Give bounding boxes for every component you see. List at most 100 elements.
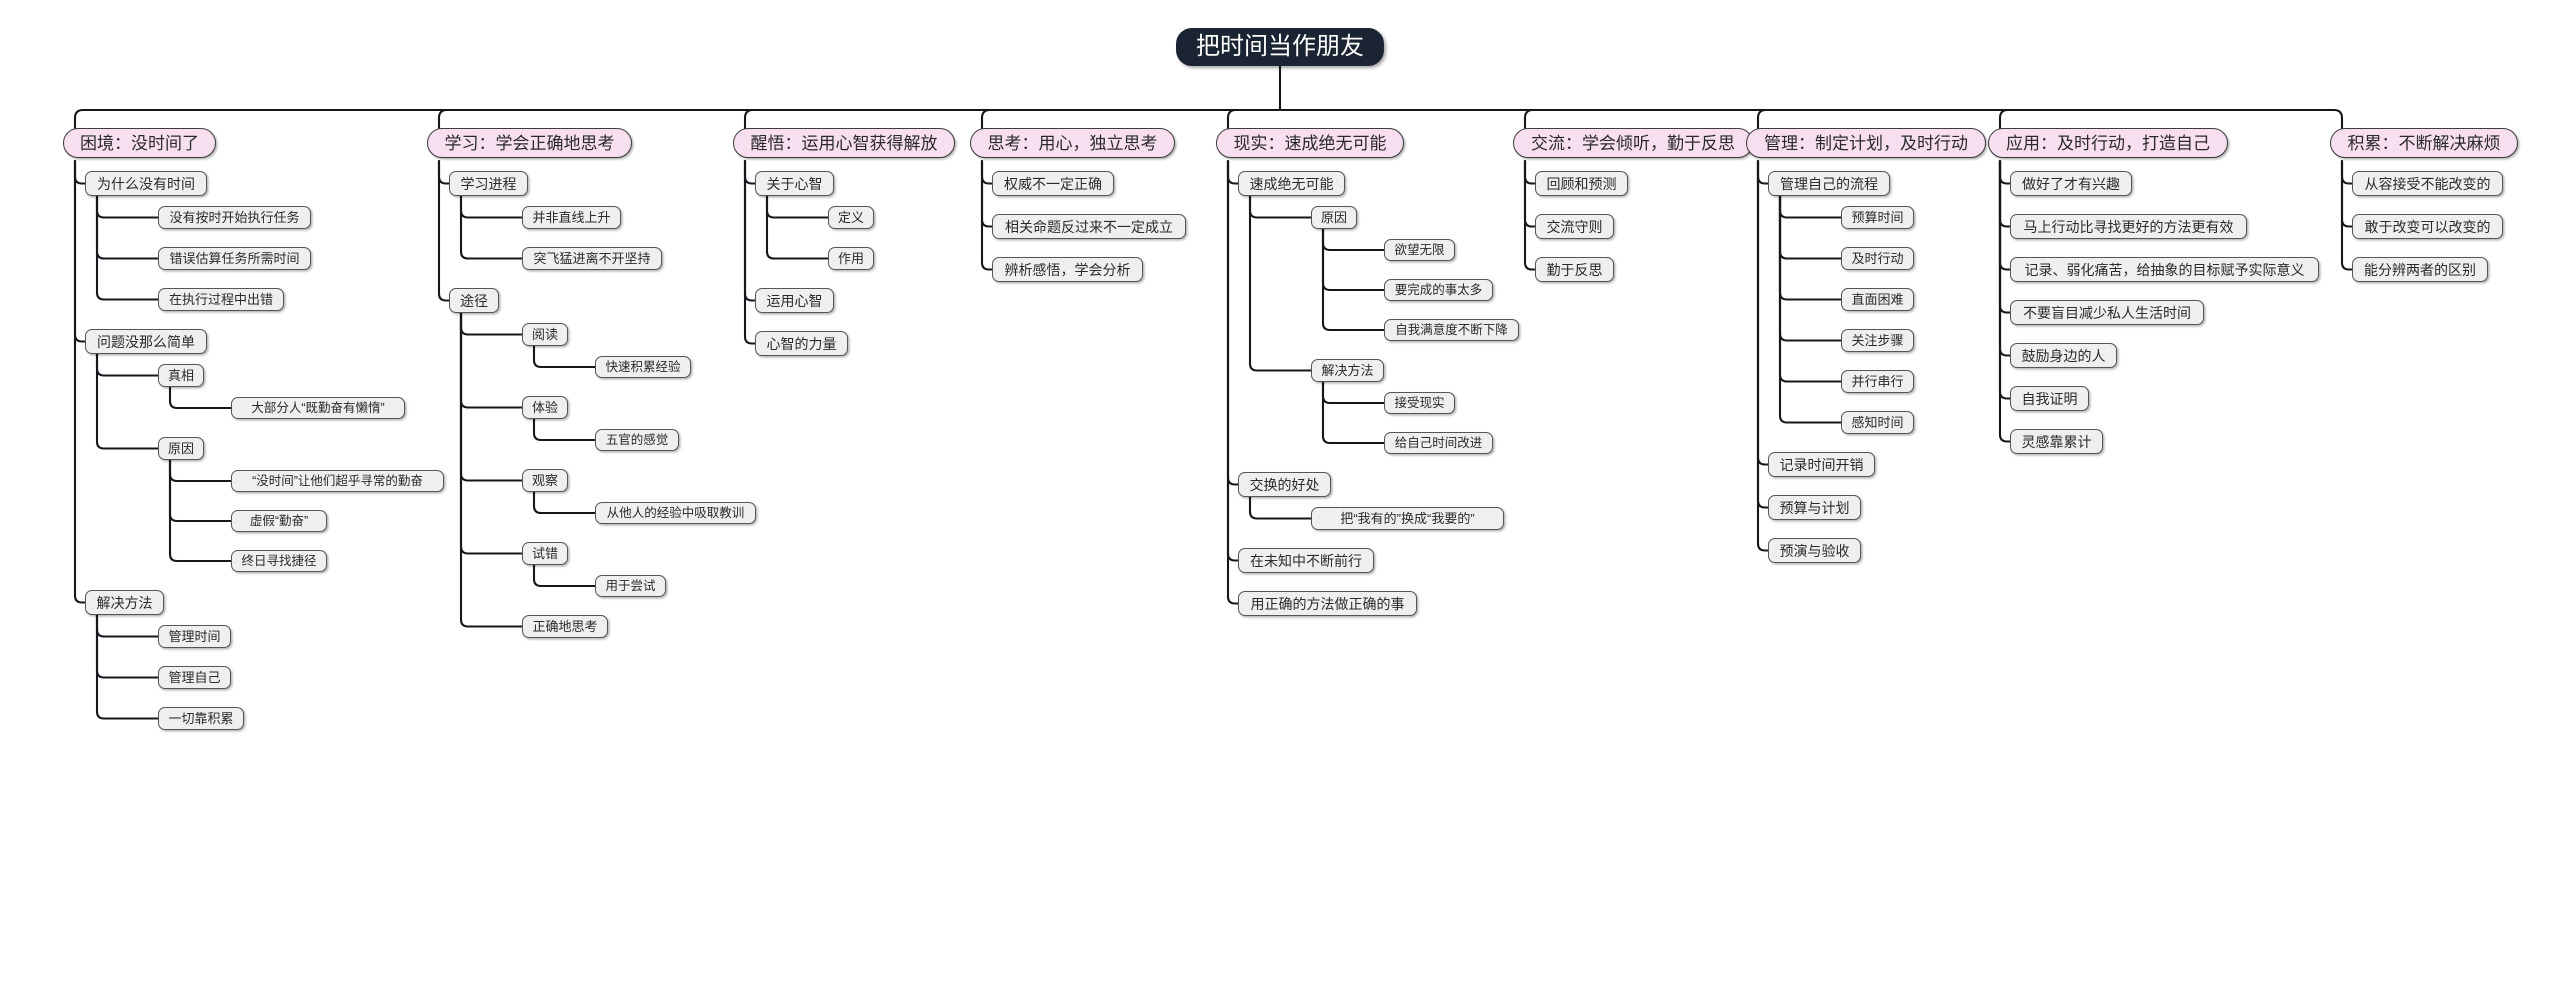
mindmap-node-d3[interactable]: 把“我有的”换成“我要的”: [1311, 507, 1504, 530]
mindmap-node-d3[interactable]: 定义: [828, 206, 874, 229]
mindmap-node-d3[interactable]: 错误估算任务所需时间: [158, 247, 311, 270]
mindmap-node-d3[interactable]: 管理自己: [158, 666, 231, 689]
node-label: 马上行动比寻找更好的方法更有效: [2023, 218, 2234, 235]
mindmap-node-d4[interactable]: 终日寻找捷径: [231, 550, 327, 572]
node-label: 观察: [531, 473, 558, 488]
mindmap-node-d2[interactable]: 回顾和预测: [1535, 171, 1628, 196]
mindmap-node-d3[interactable]: 并行串行: [1841, 370, 1914, 393]
node-label: 快速积累经验: [605, 359, 681, 374]
mindmap-node-d4[interactable]: 虚假“勤奋”: [231, 510, 327, 532]
node-label: 用于尝试: [605, 578, 656, 593]
mindmap-node-d2[interactable]: 心智的力量: [755, 331, 848, 356]
mindmap-node-d2[interactable]: 用正确的方法做正确的事: [1238, 591, 1417, 616]
mindmap-node-d3[interactable]: 原因: [158, 437, 204, 460]
branch-node-5[interactable]: 现实：速成绝无可能: [1216, 128, 1404, 158]
mindmap-node-d2[interactable]: 交换的好处: [1238, 472, 1331, 497]
node-label: 学习进程: [460, 175, 517, 192]
node-label: 欲望无限: [1394, 242, 1445, 257]
mindmap-node-d3[interactable]: 管理时间: [158, 625, 231, 648]
mindmap-node-d2[interactable]: 解决方法: [85, 590, 164, 615]
mindmap-node-d2[interactable]: 马上行动比寻找更好的方法更有效: [2010, 214, 2247, 239]
node-label: 五官的感觉: [605, 432, 669, 447]
mindmap-node-d3[interactable]: 正确地思考: [522, 615, 608, 638]
node-label: 交换的好处: [1249, 476, 1320, 493]
node-label: 真相: [167, 368, 194, 383]
mindmap-node-d3[interactable]: 没有按时开始执行任务: [158, 206, 311, 229]
mindmap-node-d2[interactable]: 鼓励身边的人: [2010, 343, 2117, 368]
mindmap-node-d2[interactable]: 交流守则: [1535, 214, 1614, 239]
mindmap-node-d2[interactable]: 不要盲目减少私人生活时间: [2010, 300, 2204, 325]
node-label: 敢于改变可以改变的: [2364, 218, 2491, 235]
branch-node-3[interactable]: 醒悟：运用心智获得解放: [733, 128, 955, 158]
mindmap-node-d2[interactable]: 速成绝无可能: [1238, 171, 1345, 196]
mindmap-node-d3[interactable]: 在执行过程中出错: [158, 288, 284, 311]
mindmap-node-d4[interactable]: 五官的感觉: [595, 429, 679, 451]
branch-node-8[interactable]: 应用：及时行动，打造自己: [1988, 128, 2228, 158]
mindmap-node-d2[interactable]: 关于心智: [755, 171, 834, 196]
node-label: 为什么没有时间: [97, 175, 195, 192]
mindmap-node-d3[interactable]: 直面困难: [1841, 288, 1914, 311]
mindmap-node-d2[interactable]: 做好了才有兴趣: [2010, 171, 2132, 196]
node-label: “没时间”让他们超乎寻常的勤奋: [252, 473, 423, 488]
mindmap-node-d2[interactable]: 能分辨两者的区别: [2352, 257, 2488, 282]
branch-node-1[interactable]: 困境：没时间了: [63, 128, 216, 158]
mindmap-node-d3[interactable]: 关注步骤: [1841, 329, 1914, 352]
mindmap-node-d3[interactable]: 观察: [522, 469, 568, 492]
mindmap-node-d4[interactable]: 要完成的事太多: [1384, 279, 1493, 301]
node-label: 错误估算任务所需时间: [169, 251, 300, 266]
mindmap-node-d2[interactable]: 自我证明: [2010, 386, 2089, 411]
mindmap-node-d2[interactable]: 从容接受不能改变的: [2352, 171, 2503, 196]
node-label: 醒悟：运用心智获得解放: [750, 133, 938, 153]
mindmap-node-d2[interactable]: 运用心智: [755, 288, 834, 313]
mindmap-node-d3[interactable]: 一切靠积累: [158, 707, 244, 730]
node-label: 灵感靠累计: [2021, 433, 2092, 450]
mindmap-node-d3[interactable]: 真相: [158, 364, 204, 387]
mindmap-node-d2[interactable]: 灵感靠累计: [2010, 429, 2103, 454]
mindmap-node-d2[interactable]: 管理自己的流程: [1768, 171, 1890, 196]
mindmap-node-d3[interactable]: 突飞猛进离不开坚持: [522, 247, 662, 270]
mindmap-node-d4[interactable]: 自我满意度不断下降: [1384, 319, 1519, 341]
mindmap-node-d2[interactable]: 问题没那么简单: [85, 329, 207, 354]
mindmap-node-d3[interactable]: 阅读: [522, 323, 568, 346]
mindmap-node-d3[interactable]: 作用: [828, 247, 874, 270]
root-node[interactable]: 把时间当作朋友: [1176, 28, 1384, 66]
mindmap-node-d3[interactable]: 并非直线上升: [522, 206, 621, 229]
node-label: 鼓励身边的人: [2021, 347, 2106, 364]
mindmap-node-d4[interactable]: 给自己时间改进: [1384, 432, 1493, 454]
mindmap-node-d2[interactable]: 为什么没有时间: [85, 171, 207, 196]
mindmap-node-d2[interactable]: 记录、弱化痛苦，给抽象的目标赋予实际意义: [2010, 257, 2319, 282]
branch-node-2[interactable]: 学习：学会正确地思考: [427, 128, 632, 158]
mindmap-node-d2[interactable]: 权威不一定正确: [992, 171, 1114, 196]
node-label: 运用心智: [766, 292, 823, 309]
branch-node-6[interactable]: 交流：学会倾听，勤于反思: [1513, 128, 1753, 158]
mindmap-node-d4[interactable]: 接受现实: [1384, 392, 1455, 414]
mindmap-node-d3[interactable]: 体验: [522, 396, 568, 419]
mindmap-node-d2[interactable]: 相关命题反过来不一定成立: [992, 214, 1186, 239]
mindmap-node-d2[interactable]: 学习进程: [449, 171, 528, 196]
branch-node-9[interactable]: 积累：不断解决麻烦: [2330, 128, 2518, 158]
mindmap-node-d2[interactable]: 在未知中不断前行: [1238, 548, 1374, 573]
node-label: 大部分人“既勤奋有懒惰”: [251, 400, 385, 415]
mindmap-node-d2[interactable]: 预算与计划: [1768, 495, 1861, 520]
mindmap-node-d3[interactable]: 感知时间: [1841, 411, 1914, 434]
mindmap-node-d2[interactable]: 途径: [449, 288, 499, 313]
mindmap-node-d4[interactable]: 用于尝试: [595, 575, 666, 597]
mindmap-node-d3[interactable]: 原因: [1311, 206, 1357, 229]
mindmap-node-d2[interactable]: 辨析感悟，学会分析: [992, 257, 1143, 282]
mindmap-node-d4[interactable]: 大部分人“既勤奋有懒惰”: [231, 397, 405, 419]
branch-node-7[interactable]: 管理：制定计划，及时行动: [1746, 128, 1986, 158]
node-label: 没有按时开始执行任务: [169, 210, 300, 225]
mindmap-node-d2[interactable]: 勤于反思: [1535, 257, 1614, 282]
mindmap-node-d2[interactable]: 敢于改变可以改变的: [2352, 214, 2503, 239]
mindmap-node-d4[interactable]: 快速积累经验: [595, 356, 691, 378]
mindmap-node-d4[interactable]: “没时间”让他们超乎寻常的勤奋: [231, 470, 444, 492]
mindmap-node-d3[interactable]: 预算时间: [1841, 206, 1914, 229]
branch-node-4[interactable]: 思考：用心，独立思考: [970, 128, 1175, 158]
mindmap-node-d4[interactable]: 欲望无限: [1384, 239, 1455, 261]
mindmap-node-d4[interactable]: 从他人的经验中吸取教训: [595, 502, 756, 524]
mindmap-node-d2[interactable]: 预演与验收: [1768, 538, 1861, 563]
mindmap-node-d3[interactable]: 解决方法: [1311, 359, 1384, 382]
mindmap-node-d3[interactable]: 及时行动: [1841, 247, 1914, 270]
mindmap-node-d3[interactable]: 试错: [522, 542, 568, 565]
mindmap-node-d2[interactable]: 记录时间开销: [1768, 452, 1875, 477]
